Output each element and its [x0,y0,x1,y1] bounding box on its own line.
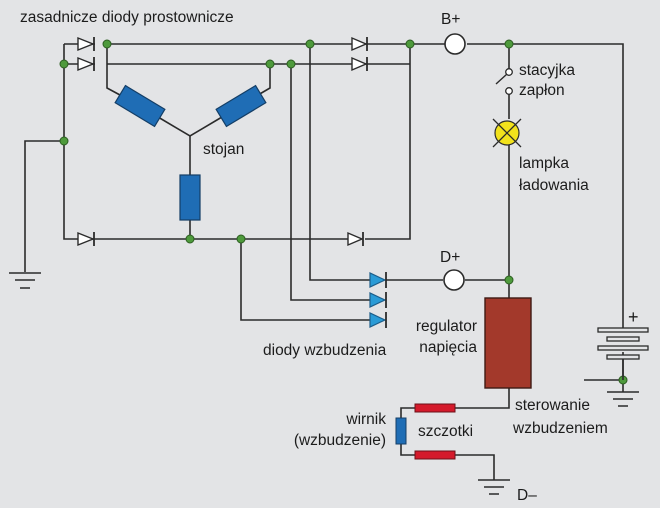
excitation-diode-icon [369,272,387,288]
wire-exc-2 [290,64,370,301]
ground-icon [607,391,639,407]
terminal-d-plus-icon [443,269,465,291]
battery-icon [597,300,649,380]
wire-stator-a [106,44,121,96]
label-ignition-2: zapłon [519,82,565,99]
junction-node [59,59,69,69]
wire-right-column [365,44,411,240]
stator-winding-icon [114,84,166,128]
label-terminal-d-minus: D– [517,487,537,504]
wire-stator-b [257,64,271,96]
wire-exc-1 [309,44,370,281]
wire-field-control [455,388,510,409]
label-field-control-1: sterowanie [515,397,590,414]
wire-left-column [63,44,78,240]
wire-stator-star [157,116,223,137]
junction-node [405,39,415,49]
ignition-switch-icon [495,68,513,95]
junction-node [286,59,296,69]
stator-windings [114,84,267,221]
junction-node [102,39,112,49]
main-diode-icon [77,36,95,52]
excitation-diode-icon [369,312,387,328]
label-stator: stojan [203,141,244,158]
ground-icon [9,272,41,289]
main-diode-icon [351,56,368,72]
charge-lamp-icon [492,118,522,148]
junction-node [504,39,514,49]
excitation-diodes [369,272,387,328]
brush-icon [414,450,456,460]
label-battery-plus: + [628,307,639,327]
label-main-rectifier-diodes: zasadnicze diody prostownicze [20,9,234,26]
main-diode-icon [77,56,95,72]
label-excitation-diodes: diody wzbudzenia [263,342,387,359]
main-rectifier-diodes [77,36,368,247]
junction-node [504,275,514,285]
main-diode-icon [77,231,95,247]
stator-winding-icon [179,174,201,221]
terminal-b-plus-icon [444,33,466,55]
ground-icon [478,479,510,495]
voltage-regulator-icon [484,297,532,389]
main-diode-icon [351,36,368,52]
label-rotor-1: wirnik [345,411,386,428]
brush-icon [414,403,456,413]
wires [24,43,624,480]
label-ignition-1: stacyjka [519,62,575,79]
excitation-diode-icon [369,292,387,308]
label-regulator-2: napięcia [419,339,477,356]
label-lamp-2: ładowania [519,177,589,194]
stator-winding-icon [215,84,267,128]
wire-ground-left [24,140,64,272]
label-rotor-2: (wzbudzenie) [294,432,386,449]
junction-node [265,59,275,69]
label-terminal-b-plus: B+ [441,11,460,28]
label-terminal-d-plus: D+ [440,249,460,266]
junction-nodes [59,39,628,385]
wire-exc-3 [240,239,370,321]
label-field-control-2: wzbudzeniem [512,420,608,437]
junction-node [236,234,246,244]
junction-node [305,39,315,49]
label-regulator-1: regulator [416,318,477,335]
main-diode-icon [347,231,364,247]
wire-rotor [400,407,415,456]
wire-d-minus [455,454,495,480]
junction-node [185,234,195,244]
label-lamp-1: lampka [519,155,569,172]
label-brushes: szczotki [418,423,473,440]
junction-node [59,136,69,146]
rotor-winding-icon [395,417,407,445]
